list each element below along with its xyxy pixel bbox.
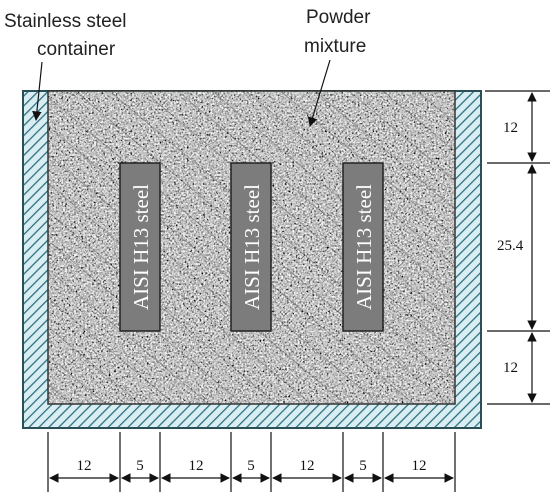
horizontal-dimensions: 12 5 12 5 12 5 12 (47, 432, 456, 492)
dim-v-1: 12 (503, 120, 518, 136)
vertical-dimensions: 12 25.4 12 (485, 90, 550, 405)
dim-h-7: 12 (412, 458, 427, 474)
dim-h-3: 12 (189, 458, 204, 474)
powder-label-line2: mixture (304, 36, 366, 57)
sample-1-label: AISI H13 steel (129, 184, 153, 310)
sample-3: AISI H13 steel (342, 162, 384, 332)
dim-h-6: 5 (359, 458, 367, 474)
sample-3-label: AISI H13 steel (352, 184, 376, 310)
container-label-line2: container (37, 39, 116, 60)
container-label-line1: Stainless steel (4, 11, 127, 32)
powder-label-arrow (307, 59, 331, 127)
dim-h-5: 12 (300, 458, 315, 474)
sample-1: AISI H13 steel (119, 162, 161, 332)
dim-v-2: 25.4 (497, 238, 524, 254)
powder-region (47, 90, 456, 405)
dim-h-1: 12 (77, 458, 92, 474)
sample-2-label: AISI H13 steel (240, 184, 264, 310)
container-label-arrow (32, 61, 43, 121)
powder-label-line1: Powder (306, 7, 371, 28)
dim-h-4: 5 (247, 458, 255, 474)
sample-2: AISI H13 steel (230, 162, 272, 332)
dim-v-3: 12 (503, 360, 518, 376)
dim-h-2: 5 (136, 458, 144, 474)
